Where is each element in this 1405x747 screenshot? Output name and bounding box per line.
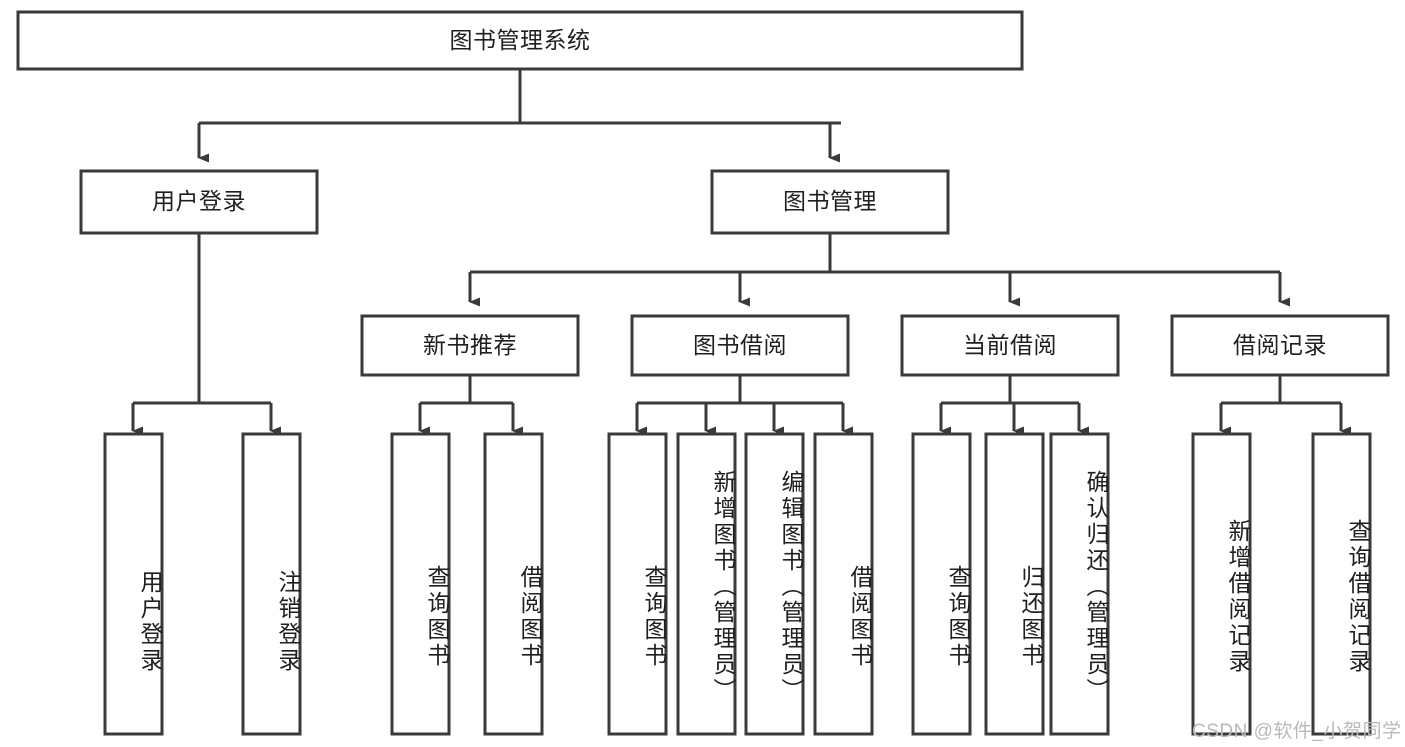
- node-box-leaf-borrow-record-0[interactable]: [1191, 432, 1252, 736]
- node-box-root[interactable]: [16, 10, 1024, 71]
- connector-new-book-to-leaves: [418, 375, 523, 436]
- node-box-leaf-user-login-1[interactable]: [241, 432, 302, 736]
- connector-root-to-level2: [197, 69, 841, 163]
- node-box-book-management[interactable]: [710, 169, 950, 235]
- node-box-leaf-book-borrow-2[interactable]: [744, 432, 805, 736]
- node-box-leaf-new-book-1[interactable]: [483, 432, 544, 736]
- connector-book-management-to-level3: [468, 233, 1290, 307]
- node-box-current-borrow[interactable]: [900, 314, 1120, 377]
- node-box-leaf-book-borrow-3[interactable]: [813, 432, 874, 736]
- node-box-leaf-borrow-record-1[interactable]: [1311, 432, 1372, 736]
- connector-book-borrow-to-leaves: [635, 375, 853, 436]
- node-box-leaf-new-book-0[interactable]: [390, 432, 451, 736]
- node-box-book-borrow[interactable]: [630, 314, 850, 377]
- node-box-user-login[interactable]: [79, 169, 319, 235]
- node-box-leaf-current-borrow-2[interactable]: [1049, 432, 1110, 736]
- node-box-leaf-book-borrow-0[interactable]: [607, 432, 668, 736]
- node-box-leaf-book-borrow-1[interactable]: [676, 432, 737, 736]
- connector-borrow-record-to-leaves: [1219, 375, 1351, 436]
- connector-current-borrow-to-leaves: [939, 375, 1089, 436]
- node-box-leaf-current-borrow-0[interactable]: [911, 432, 972, 736]
- node-box-leaf-current-borrow-1[interactable]: [984, 432, 1045, 736]
- node-box-leaf-user-login-0[interactable]: [103, 432, 164, 736]
- node-box-borrow-record[interactable]: [1170, 314, 1390, 377]
- connector-user-login-to-leaves: [131, 233, 281, 436]
- node-box-new-book-recommend[interactable]: [360, 314, 580, 377]
- csdn-watermark: CSDN @软件_小贺同学: [1192, 721, 1402, 742]
